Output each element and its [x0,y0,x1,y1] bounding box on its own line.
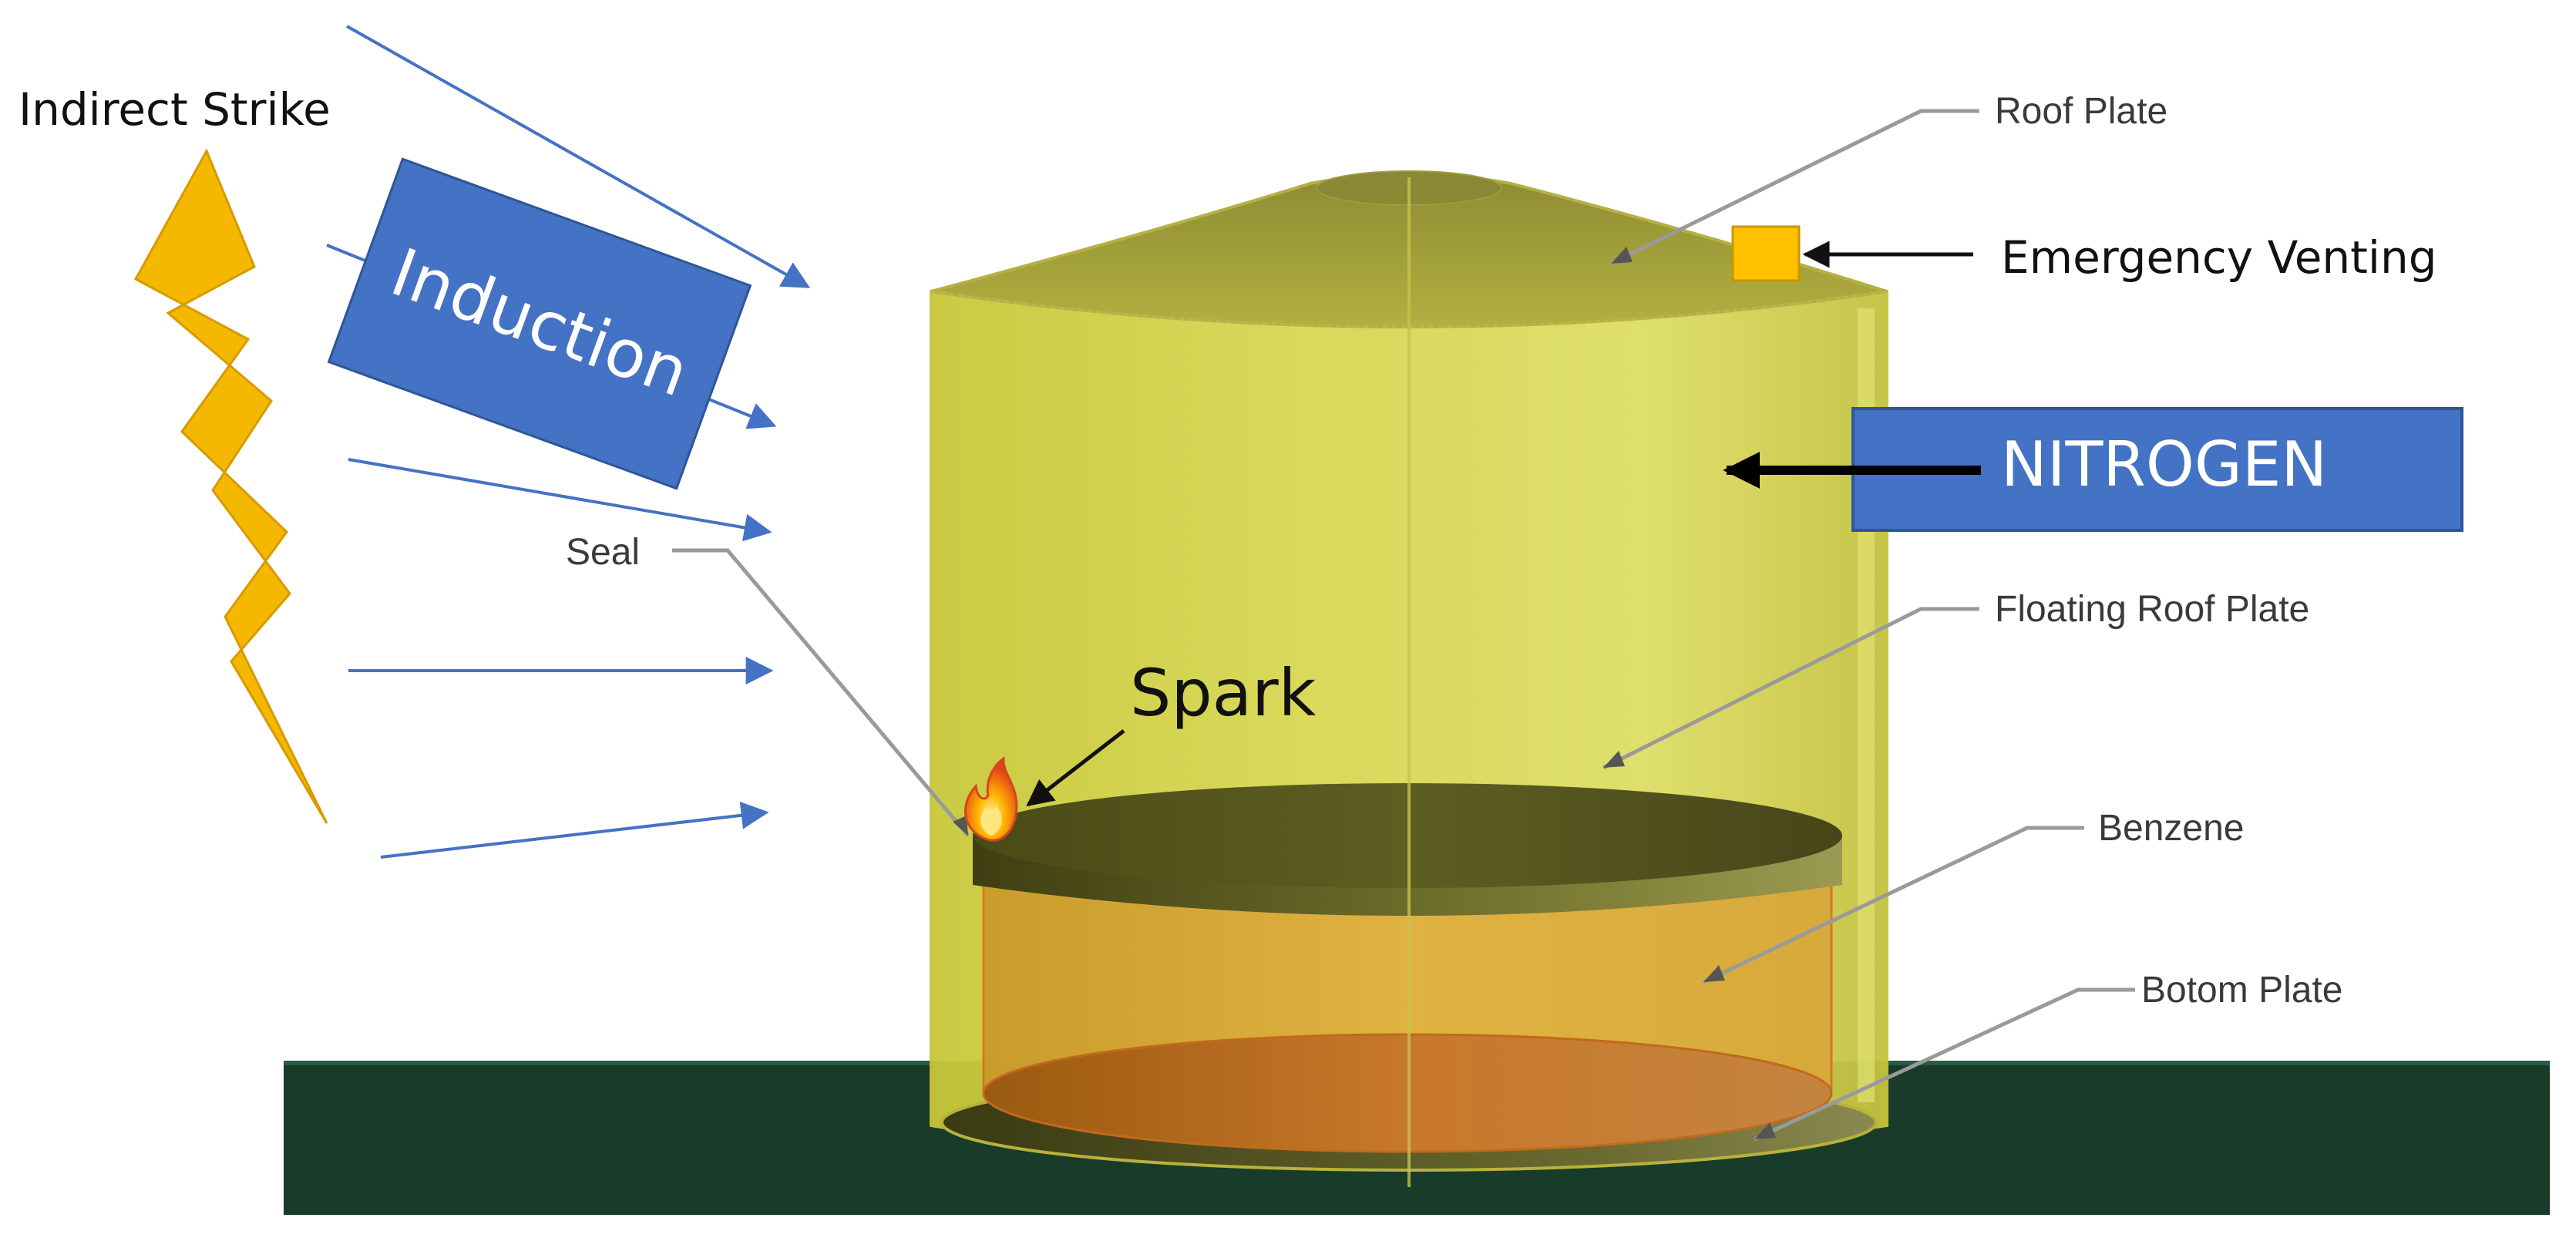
emergency-vent-box [1731,225,1801,282]
emergency-venting-label: Emergency Venting [2001,231,2437,284]
floating-roof-callout-head [1603,751,1625,768]
seal-callout [672,548,970,837]
flame-inner [980,805,1002,836]
floating-roof-callout [1602,607,1979,770]
roof-plate-callout [1609,109,1979,266]
field-arrow-5 [380,801,769,859]
floating-roof-plate-label: Floating Roof Plate [1995,589,2309,630]
roof-plate-callout-head [1611,247,1633,264]
spark-label: Spark [1130,655,1317,731]
bottom-plate-callout-head [1754,1122,1776,1139]
tank [930,170,1888,1187]
roof-rim [930,290,1888,328]
spark-arrow [1026,729,1125,807]
flame-outer [964,755,1018,842]
benzene-callout [1702,826,2084,984]
nitrogen-label: NITROGEN [2001,429,2327,500]
flame-icon [964,755,1018,842]
induction-box-rect [327,157,752,490]
callout-lines [672,109,2135,1142]
callout-heads [953,247,1776,1139]
field-arrow-1 [346,25,811,288]
lightning-bolt-icon [133,148,328,824]
indirect-strike-label: Indirect Strike [18,83,331,136]
field-arrow-3 [348,458,772,542]
roof-plate-label: Roof Plate [1995,91,2167,132]
bottom-plate-callout [1753,987,2135,1142]
benzene-callout-head [1703,965,1725,982]
bottom-plate-label: Botom Plate [2141,970,2342,1011]
seal-label: Seal [566,532,640,573]
induction-box: Induction [327,157,752,490]
benzene-label: Benzene [2098,808,2245,849]
seal-callout-head [953,816,968,836]
